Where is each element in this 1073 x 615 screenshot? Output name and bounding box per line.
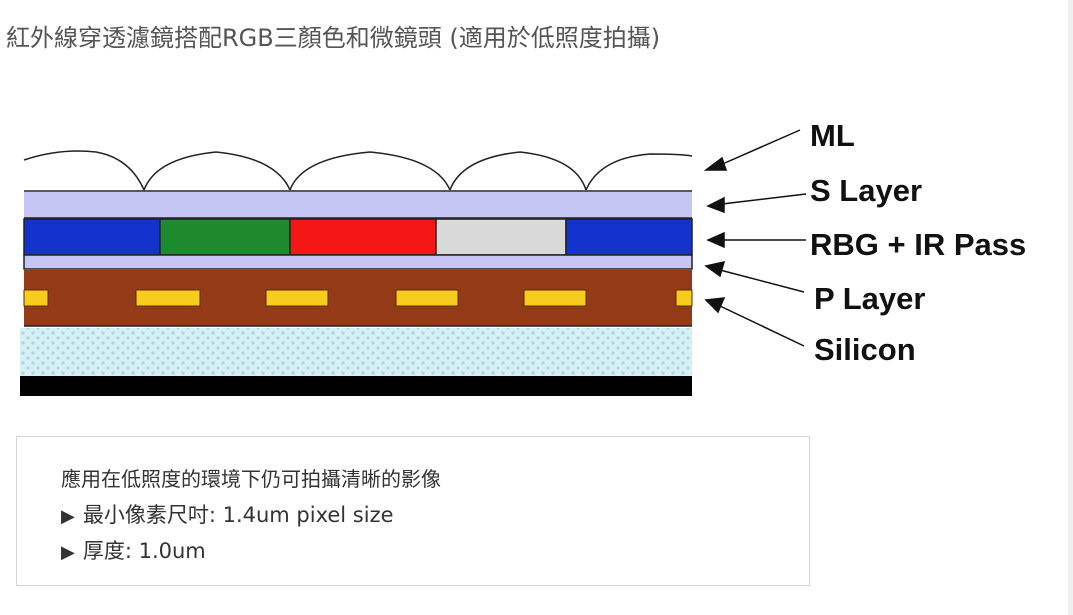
info-box: 應用在低照度的環境下仍可拍攝清晰的影像 ▶ 最小像素尺吋: 1.4um pixel… [16, 436, 810, 586]
photodiode [265, 289, 329, 307]
scrollbar[interactable] [1068, 0, 1073, 615]
arrowhead-icon [704, 260, 726, 278]
arrowhead-icon [706, 196, 725, 214]
red-filter [289, 218, 437, 256]
photodiode [675, 289, 693, 307]
arrow-silicon [719, 305, 805, 347]
play-triangle-icon: ▶ [61, 506, 75, 527]
info-headline: 應用在低照度的環境下仍可拍攝清晰的影像 [61, 467, 441, 491]
info-bullet: ▶ 最小像素尺吋: 1.4um pixel size [61, 499, 394, 529]
play-triangle-icon: ▶ [61, 542, 75, 563]
photodiode [23, 289, 49, 307]
info-bullet: ▶ 厚度: 1.0um [61, 535, 206, 565]
label-silicon: Silicon [814, 332, 916, 367]
green-filter [159, 218, 291, 256]
label-ml: ML [810, 118, 855, 153]
label-rbg-ir-pass: RBG + IR Pass [810, 227, 1026, 262]
microlens [23, 150, 145, 191]
arrowhead-icon [703, 156, 728, 171]
arrowhead-icon [704, 297, 726, 314]
blue-filter [23, 218, 161, 256]
page-title: 紅外線穿透濾鏡搭配RGB三顏色和微鏡頭 (適用於低照度拍攝) [6, 24, 661, 52]
photodiode [395, 289, 459, 307]
p-layer [24, 270, 692, 326]
microlens [143, 151, 291, 191]
s-layer [24, 192, 692, 218]
spacer-layer [23, 254, 693, 270]
info-bullet-text: 最小像素尺吋: 1.4um pixel size [82, 503, 394, 527]
label-s-layer: S Layer [810, 173, 922, 208]
silicon-layer [20, 328, 692, 376]
label-arrows [703, 129, 807, 347]
arrowhead-icon [706, 231, 725, 249]
arrow-s-layer [721, 193, 807, 205]
photodiode [135, 289, 201, 307]
microlens [289, 151, 451, 191]
info-bullet-text: 厚度: 1.0um [82, 539, 206, 563]
label-p-layer: P Layer [814, 281, 925, 316]
photodiode-row [23, 289, 693, 307]
ir-pass-filter [435, 218, 567, 256]
microlens [449, 151, 587, 191]
color-filter-array [23, 218, 693, 256]
arrow-p-layer [719, 269, 805, 293]
photodiode [523, 289, 587, 307]
substrate-bar [20, 376, 692, 396]
blue-filter [565, 218, 693, 256]
microlens-layer [23, 150, 693, 191]
arrow-ml [717, 129, 801, 167]
microlens [585, 153, 693, 191]
sensor-cross-section-diagram: ML S Layer RBG + IR Pass P Layer Silicon [20, 118, 1026, 396]
